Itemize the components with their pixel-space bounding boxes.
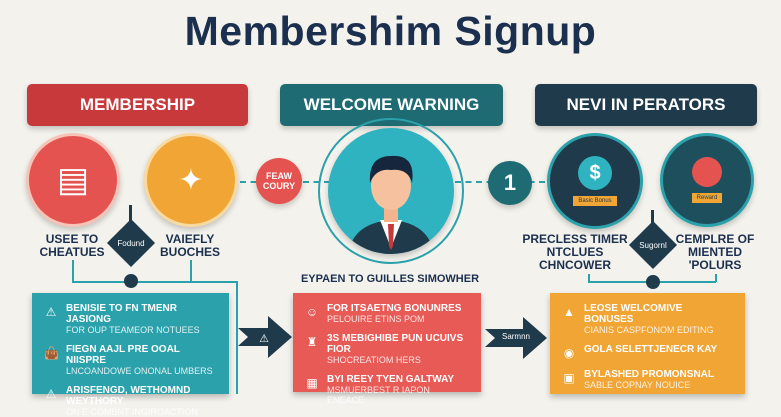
item-title: GOLA SELETTJENECR KAY xyxy=(584,344,718,355)
gift-box-icon: ✦ xyxy=(144,133,238,227)
diamond-label: Sugornl xyxy=(639,241,667,250)
warning-icon: ⚠ xyxy=(45,387,57,401)
arrow-shape xyxy=(485,317,547,359)
dollar-coin-icon: $ Basic Bonus xyxy=(547,133,643,229)
item-subtitle: FOR OUP TEAMEOR NOTUEES xyxy=(66,325,200,335)
junction-dot xyxy=(124,274,138,288)
coin-icon: ◉ xyxy=(563,346,575,360)
item-subtitle: ON E COMBNT INGIROACTION xyxy=(66,407,198,417)
calendar-icon: ▦ xyxy=(306,376,318,390)
person-icon: ☺ xyxy=(305,305,319,319)
step-number-badge: 1 xyxy=(488,161,532,205)
label-line: MIENTED xyxy=(688,245,742,259)
badge-text: COURY xyxy=(262,181,296,191)
label-line: CEMPLRE OF xyxy=(675,232,755,246)
dollar-icon: $ xyxy=(578,156,612,190)
item-subtitle: SHOCREATIOM HERS xyxy=(327,355,421,365)
label-line: VAIEFLY xyxy=(165,232,215,246)
connector xyxy=(715,274,717,282)
item-subtitle: CIANIS CASPFONOM EDITING xyxy=(584,325,714,335)
bag-icon: 👜 xyxy=(44,346,59,360)
junction-dot xyxy=(646,275,660,289)
label-line: NTCLUES xyxy=(546,245,604,259)
bird-icon xyxy=(692,157,722,187)
item-text: GOLA SELETTJENECR KAY xyxy=(584,344,717,355)
cycle-ring xyxy=(318,118,464,264)
hydrant-icon: ♜ xyxy=(306,335,318,349)
label-line: 'POLURS xyxy=(688,258,742,272)
connector xyxy=(72,281,237,283)
item-title: ARISFENGD, WETHOMND WEYTHORY xyxy=(66,385,191,407)
badge-reward: Reward xyxy=(691,193,723,203)
arrow-label: Sarmnn xyxy=(501,332,530,341)
flow-arrow: ⚠ xyxy=(238,316,292,358)
feaw-coury-badge: FEAW COURY xyxy=(256,158,302,204)
item-title: 3S MEBIGHIBE PUN UCUIVS FIOR xyxy=(327,333,464,355)
connector xyxy=(190,260,192,282)
label-line: CHEATUES xyxy=(39,245,105,259)
item-subtitle: LNCOANDOWE ONONAL UMBERS xyxy=(66,366,213,376)
item-title: FOR ITSAETNG BONUNRES xyxy=(327,303,462,314)
item-title: BYI REEY TYEN GALTWAY xyxy=(327,374,455,385)
item-subtitle: SABLE COPNAY NOUICE xyxy=(584,380,691,390)
warning-icon: ⚠ xyxy=(259,333,269,345)
documents-icon: ▤ xyxy=(26,133,120,227)
flow-arrow-sarmnn: Sarmnn xyxy=(485,317,547,359)
bird-reward-icon: Reward xyxy=(660,133,754,227)
connector xyxy=(129,205,132,225)
label-line: USEE TO xyxy=(45,232,99,246)
item-title: FIEGN AAJL PRE OOAL NIISPRE xyxy=(66,344,180,366)
page-title: Membershim Signup xyxy=(184,8,597,54)
diamond-label: Fodund xyxy=(117,239,145,248)
item-title: BENISIE TO FN TMENR JASIONG xyxy=(66,303,177,325)
item-title: LEOSE WELCOMIVE BONUSES xyxy=(584,303,683,325)
badge-text: FEAW xyxy=(266,171,292,181)
connector xyxy=(651,210,654,228)
tent-icon: ▲ xyxy=(563,305,575,319)
badge-basic: Basic Bonus xyxy=(573,196,617,206)
label-line: CHNCOWER xyxy=(539,258,611,272)
connector xyxy=(588,274,590,282)
label-line: PRECLESS TIMER xyxy=(522,232,628,246)
warning-icon: ⚠ xyxy=(45,305,57,319)
list-item: ◉ GOLA SELETTJENECR KAY xyxy=(562,344,733,360)
person-avatar-icon xyxy=(328,128,454,254)
card-icon: ▣ xyxy=(563,371,575,385)
connector xyxy=(236,281,238,394)
item-subtitle: MSMUERBEST R IAPON ENEACE xyxy=(327,385,430,405)
connector xyxy=(72,260,74,282)
section-subtitle: EYPAEN TO GUILLES SIMOWHER xyxy=(300,273,480,285)
item-title: BYLASHED PROMONSNAL xyxy=(584,369,715,380)
item-subtitle: PELOUIRE ETINS POM xyxy=(327,314,425,324)
header-membership: MEMBERSHIP xyxy=(27,84,248,126)
label-line: BUOCHES xyxy=(159,245,220,259)
header-nevi-in-perators: NEVI IN PERATORS xyxy=(535,84,757,126)
